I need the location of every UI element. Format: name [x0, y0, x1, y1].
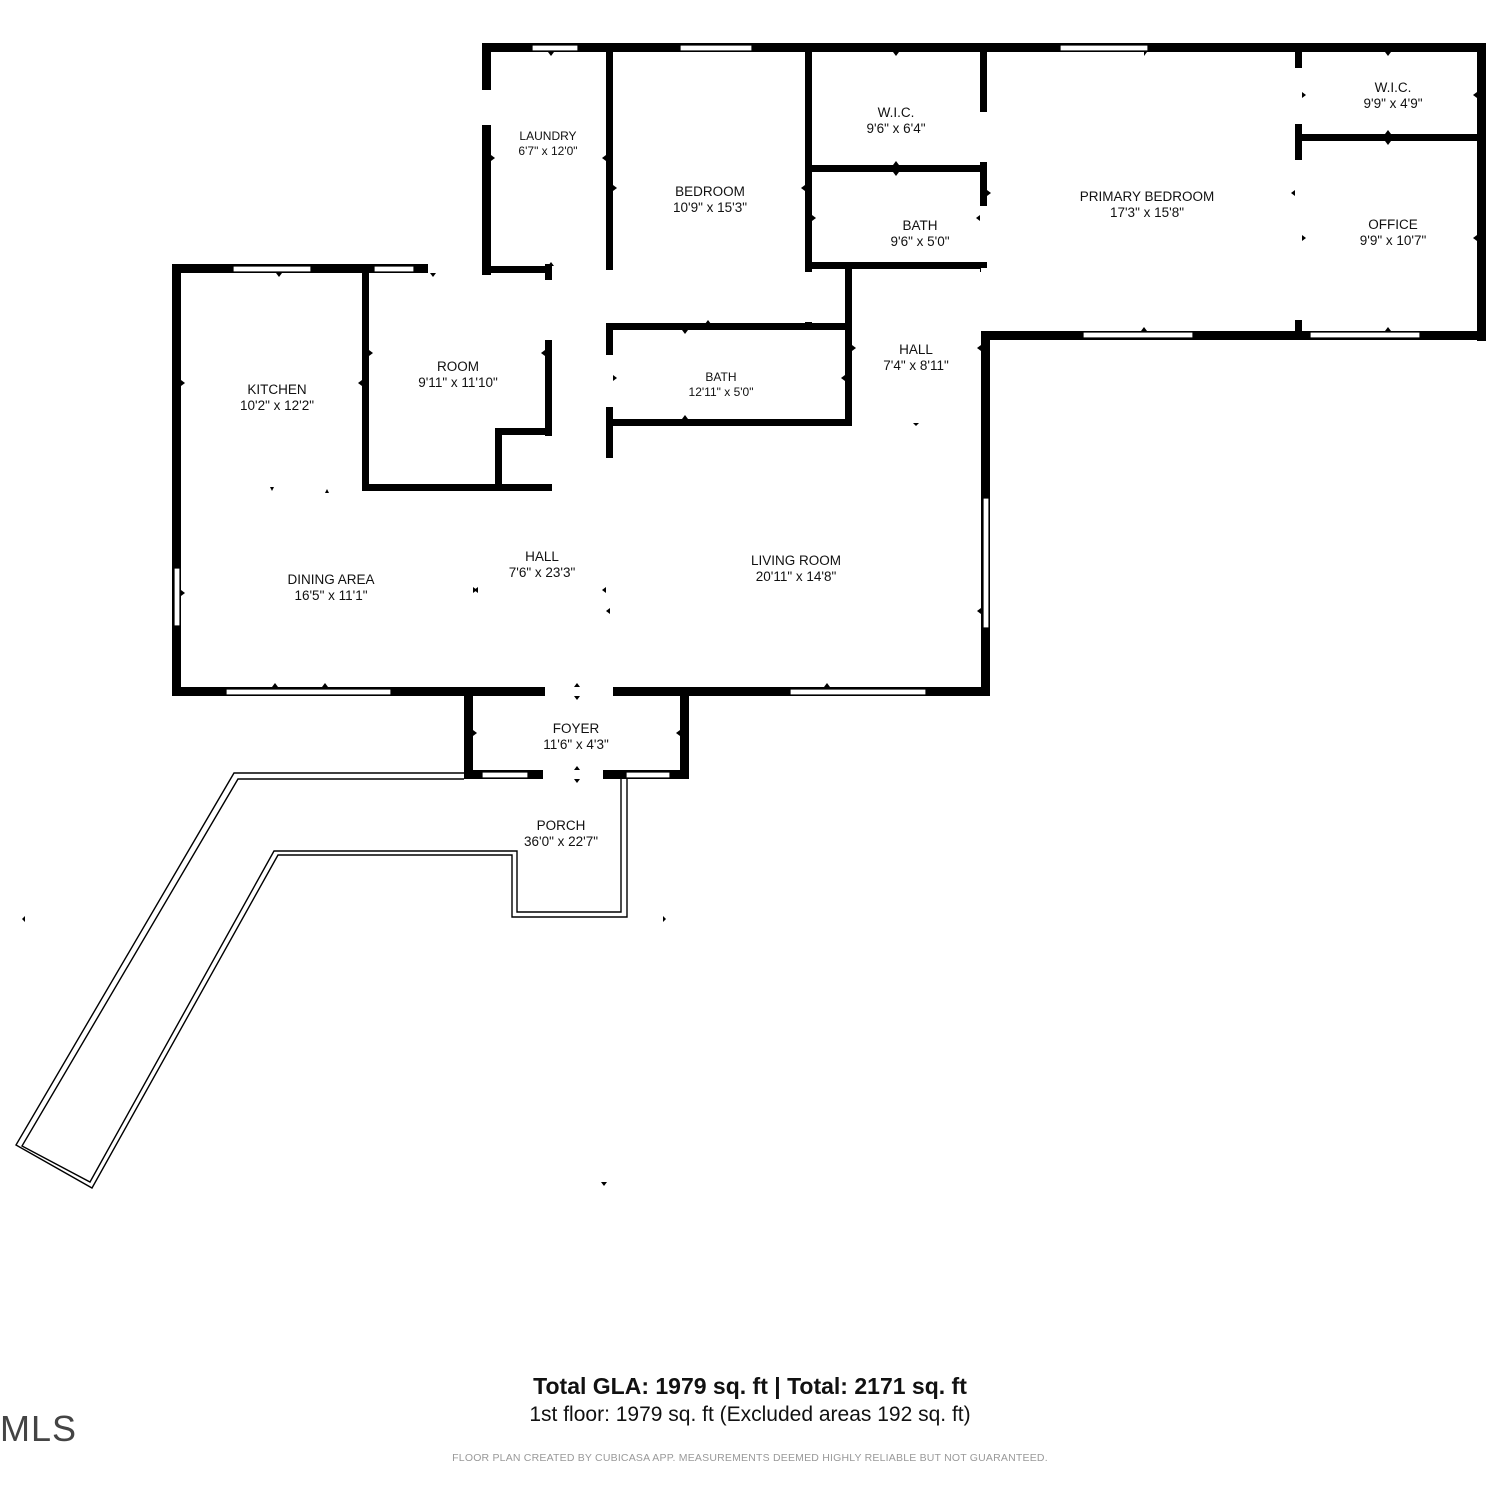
- room-dimensions: 17'3" x 15'8": [1109, 205, 1185, 220]
- room-name: PRIMARY BEDROOM: [1079, 189, 1215, 204]
- room-dimensions: 6'7" x 12'0": [518, 144, 578, 158]
- mls-logo: MLS: [0, 1408, 78, 1449]
- room-label-laundry: LAUNDRY 6'7" x 12'0": [518, 129, 577, 159]
- room-name: PORCH: [536, 818, 586, 833]
- room-dimensions: 11'6" x 4'3": [543, 737, 609, 752]
- room-dimensions: 20'11" x 14'8": [755, 569, 837, 584]
- room-label-kitchen: KITCHEN 10'2" x 12'2": [240, 382, 314, 414]
- room-name: BATH: [705, 370, 737, 384]
- room-label-wic: W.I.C. 9'6" x 6'4": [866, 105, 925, 137]
- room-name: KITCHEN: [247, 382, 307, 397]
- room-name: BEDROOM: [675, 184, 745, 199]
- room-dimensions: 16'5" x 11'1": [294, 588, 368, 603]
- room-name: W.I.C.: [877, 105, 915, 120]
- exterior-walls: [172, 43, 1486, 779]
- room-dimensions: 9'11" x 11'10": [418, 375, 498, 390]
- room-name: FOYER: [552, 721, 600, 736]
- room-name: ROOM: [436, 359, 479, 374]
- room-dimensions: 7'6" x 23'3": [508, 565, 576, 580]
- dimension-markers: [22, 52, 1477, 1186]
- room-name: HALL: [525, 549, 559, 564]
- room-dimensions: 12'11" x 5'0": [688, 385, 754, 399]
- room-label-dining-area: DINING AREA 16'5" x 11'1": [287, 572, 374, 604]
- room-label-wic-primary: W.I.C. 9'9" x 4'9": [1363, 80, 1422, 112]
- room-name: OFFICE: [1368, 217, 1418, 232]
- room-label-bath-hall: BATH 12'11" x 5'0": [689, 370, 754, 400]
- room-name: BATH: [902, 218, 938, 233]
- room-dimensions: 7'4" x 8'11": [883, 358, 949, 373]
- room-name: HALL: [899, 342, 933, 357]
- room-dimensions: 10'9" x 15'3": [672, 200, 748, 215]
- room-label-foyer: FOYER 11'6" x 4'3": [543, 721, 609, 753]
- floor-area-summary: 1st floor: 1979 sq. ft (Excluded areas 1…: [529, 1403, 971, 1426]
- room-label-hall-upper: HALL 7'4" x 8'11": [883, 342, 949, 374]
- room-dimensions: 9'6" x 6'4": [866, 121, 926, 136]
- room-name: LAUNDRY: [519, 129, 577, 143]
- room-dimensions: 10'2" x 12'2": [239, 398, 315, 413]
- room-name: W.I.C.: [1374, 80, 1412, 95]
- room-label-primary-bedroom: PRIMARY BEDROOM 17'3" x 15'8": [1080, 189, 1215, 221]
- door-openings: [428, 68, 1302, 779]
- room-label-living-room: LIVING ROOM 20'11" x 14'8": [751, 553, 841, 585]
- windows: [173, 44, 1421, 779]
- room-dimensions: 9'9" x 4'9": [1363, 96, 1423, 111]
- room-label-hall-main: HALL 7'6" x 23'3": [509, 549, 576, 581]
- room-dimensions: 9'9" x 10'7": [1359, 233, 1427, 248]
- room-dimensions: 9'6" x 5'0": [890, 234, 950, 249]
- room-name: DINING AREA: [287, 572, 375, 587]
- room-label-bath: BATH 9'6" x 5'0": [890, 218, 949, 250]
- room-dimensions: 36'0" x 22'7": [523, 834, 599, 849]
- room-label-room: ROOM 9'11" x 11'10": [418, 359, 498, 391]
- room-name: LIVING ROOM: [750, 553, 842, 568]
- disclaimer-text: FLOOR PLAN CREATED BY CUBICASA APP. MEAS…: [452, 1452, 1048, 1464]
- porch-outline: [15, 772, 628, 1189]
- room-label-bedroom: BEDROOM 10'9" x 15'3": [673, 184, 747, 216]
- room-label-office: OFFICE 9'9" x 10'7": [1360, 217, 1427, 249]
- total-area-summary: Total GLA: 1979 sq. ft | Total: 2171 sq.…: [533, 1373, 967, 1399]
- room-label-porch: PORCH 36'0" x 22'7": [524, 818, 598, 850]
